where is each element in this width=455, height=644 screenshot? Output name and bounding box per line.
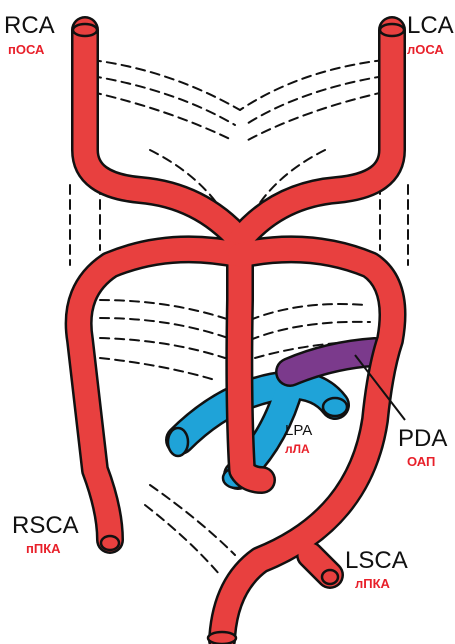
label-pda-sub: ОАП (407, 454, 435, 469)
label-lca: LCA лОСА (407, 12, 454, 57)
label-rsca-sub: пПКА (26, 541, 61, 556)
label-lsca-main: LSCA (345, 547, 408, 574)
label-rca-sub: пОСА (8, 42, 45, 57)
label-pda-main: PDA (398, 425, 447, 452)
label-lca-main: LCA (407, 12, 454, 39)
label-rsca: RSCA пПКА (12, 512, 79, 556)
label-lpa-sub: лЛА (285, 442, 310, 456)
label-lpa-main: LPA (285, 422, 312, 439)
label-lca-sub: лОСА (407, 42, 444, 57)
label-lsca: LSCA лПКА (345, 547, 408, 591)
label-rca-main: RCA (4, 12, 55, 39)
label-lpa: LPA лЛА (285, 422, 312, 456)
label-pda: PDA ОАП (398, 425, 447, 469)
ductus-arteriosus (290, 352, 375, 372)
label-rca: RCA пОСА (4, 12, 55, 57)
label-lsca-sub: лПКА (355, 576, 391, 591)
label-rsca-main: RSCA (12, 512, 79, 539)
